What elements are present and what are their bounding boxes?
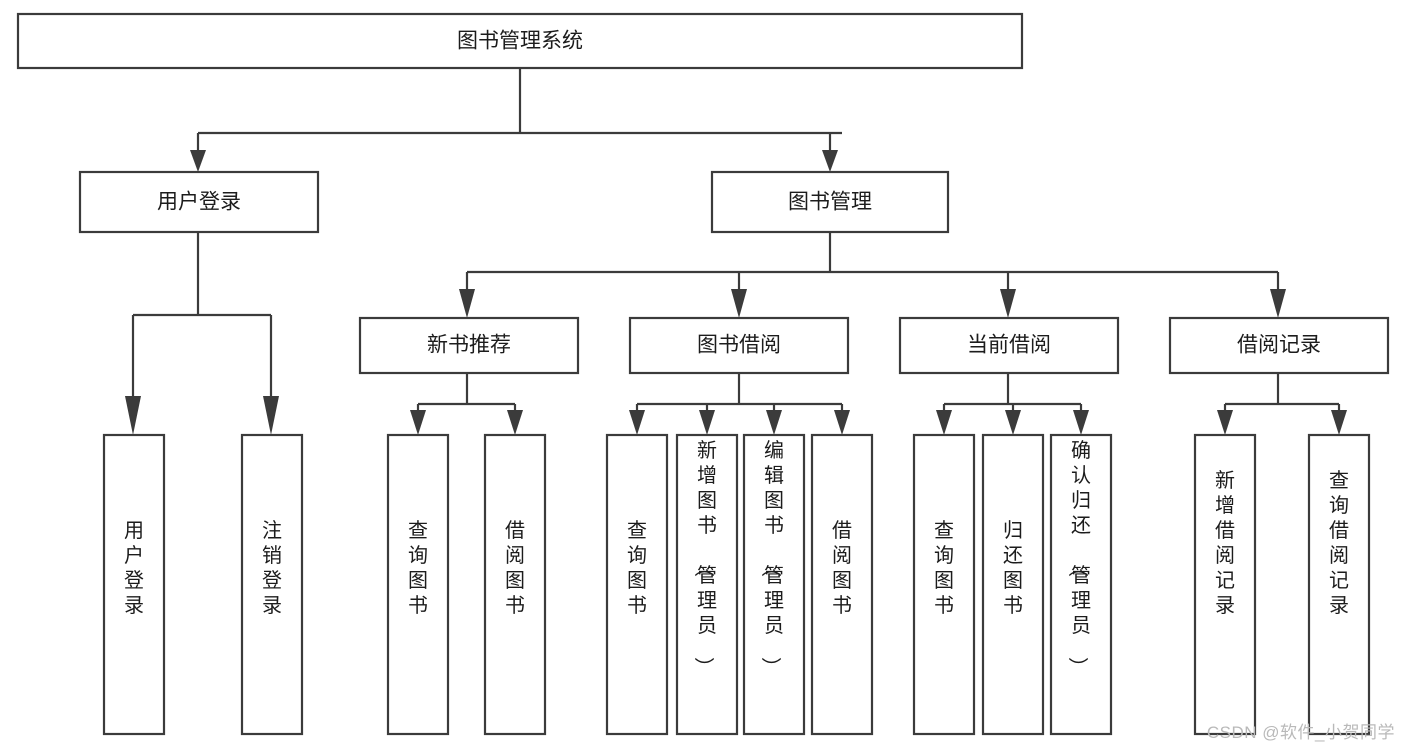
- node-new-book-rec[interactable]: 新书推荐: [358, 316, 580, 375]
- leaf-borrow-book-2-box[interactable]: [810, 433, 874, 736]
- arrow-to-leaf-query-book-3: [936, 410, 952, 435]
- leaf-add-record-box[interactable]: [1193, 433, 1257, 736]
- node-book-borrow[interactable]: 图书借阅: [628, 316, 850, 375]
- arrow-to-user-login: [190, 150, 206, 172]
- leaf-user-login-label: 用户登录: [124, 520, 144, 617]
- leaf-borrow-book-1-box[interactable]: [483, 433, 547, 736]
- node-borrow-record[interactable]: 借阅记录: [1168, 316, 1390, 375]
- node-root-label: 图书管理系统: [457, 30, 583, 53]
- leaf-add-book[interactable]: 新增图书（管理员）: [675, 433, 739, 736]
- node-borrow-record-box[interactable]: [1168, 316, 1390, 375]
- leaf-query-record-label: 查询借阅记录: [1329, 469, 1349, 617]
- leaf-edit-book-label: 编辑图书（管理员）: [759, 439, 784, 677]
- leaf-query-book-1[interactable]: 查询图书: [386, 433, 450, 736]
- leaf-add-book-box[interactable]: [675, 433, 739, 736]
- node-root[interactable]: 图书管理系统: [16, 12, 1024, 70]
- arrow-to-current-borrow: [1000, 289, 1016, 318]
- leaf-confirm-return-box[interactable]: [1049, 433, 1113, 736]
- node-book-borrow-label: 图书借阅: [697, 334, 781, 357]
- leaf-borrow-book-2-label: 借阅图书: [832, 519, 852, 617]
- leaf-borrow-book-2[interactable]: 借阅图书: [810, 433, 874, 736]
- leaf-user-login[interactable]: 用户登录: [102, 433, 166, 736]
- leaf-confirm-return[interactable]: 确认归还（管理员）: [1049, 433, 1113, 736]
- leaf-query-record-box[interactable]: [1307, 433, 1371, 736]
- arrow-to-leaf-add-book: [699, 410, 715, 435]
- leaf-query-book-2[interactable]: 查询图书: [605, 433, 669, 736]
- leaf-borrow-book-1-label: 借阅图书: [505, 519, 525, 617]
- leaf-query-book-3-label: 查询图书: [934, 519, 954, 617]
- arrow-to-leaf-borrow-book-1: [507, 410, 523, 435]
- node-user-login-box[interactable]: [78, 170, 320, 234]
- node-current-borrow[interactable]: 当前借阅: [898, 316, 1120, 375]
- node-new-book-rec-label: 新书推荐: [427, 334, 511, 357]
- leaf-query-book-1-label: 查询图书: [408, 519, 428, 617]
- leaf-add-record[interactable]: 新增借阅记录: [1193, 433, 1257, 736]
- arrow-to-book-borrow: [731, 289, 747, 318]
- arrow-to-leaf-query-record: [1331, 410, 1347, 435]
- arrow-to-leaf-query-book-1: [410, 410, 426, 435]
- leaf-query-record[interactable]: 查询借阅记录: [1307, 433, 1371, 736]
- leaf-query-book-2-box[interactable]: [605, 433, 669, 736]
- node-book-manage-box[interactable]: [710, 170, 950, 234]
- node-book-borrow-box[interactable]: [628, 316, 850, 375]
- arrow-to-leaf-query-book-2: [629, 410, 645, 435]
- arrow-to-leaf-edit-book: [766, 410, 782, 435]
- node-book-manage[interactable]: 图书管理: [710, 170, 950, 234]
- arrow-to-book-manage: [822, 150, 838, 172]
- node-user-login-label: 用户登录: [157, 191, 241, 214]
- node-book-manage-label: 图书管理: [788, 191, 872, 214]
- node-root-box[interactable]: [16, 12, 1024, 70]
- node-user-login[interactable]: 用户登录: [78, 170, 320, 234]
- arrow-to-new-book-rec: [459, 289, 475, 318]
- leaf-query-book-3[interactable]: 查询图书: [912, 433, 976, 736]
- arrow-to-borrow-record: [1270, 289, 1286, 318]
- leaf-query-book-3-box[interactable]: [912, 433, 976, 736]
- leaf-query-book-2-label: 查询图书: [627, 519, 647, 617]
- arrow-to-leaf-borrow-book-2: [834, 410, 850, 435]
- node-new-book-rec-box[interactable]: [358, 316, 580, 375]
- leaf-edit-book[interactable]: 编辑图书（管理员）: [742, 433, 806, 736]
- arrow-to-leaf-user-login: [125, 396, 141, 435]
- leaf-user-logout[interactable]: 注销登录: [240, 433, 304, 736]
- leaf-user-logout-box[interactable]: [240, 433, 304, 736]
- leaf-return-book-label: 归还图书: [1003, 519, 1023, 617]
- leaf-add-record-label: 新增借阅记录: [1215, 469, 1235, 617]
- leaf-user-logout-label: 注销登录: [262, 519, 282, 617]
- arrow-to-leaf-user-logout: [263, 396, 279, 435]
- arrow-to-leaf-return-book: [1005, 410, 1021, 435]
- node-current-borrow-label: 当前借阅: [967, 334, 1051, 357]
- leaf-return-book[interactable]: 归还图书: [981, 433, 1045, 736]
- arrow-to-leaf-add-record: [1217, 410, 1233, 435]
- node-borrow-record-label: 借阅记录: [1237, 334, 1321, 357]
- leaf-add-book-label: 新增图书（管理员）: [692, 439, 717, 677]
- leaf-borrow-book-1[interactable]: 借阅图书: [483, 433, 547, 736]
- leaf-edit-book-box[interactable]: [742, 433, 806, 736]
- node-current-borrow-box[interactable]: [898, 316, 1120, 375]
- leaf-return-book-box[interactable]: [981, 433, 1045, 736]
- arrow-to-leaf-confirm-return: [1073, 410, 1089, 435]
- leaf-confirm-return-label: 确认归还（管理员）: [1066, 439, 1091, 677]
- connector-layer: [125, 68, 1347, 435]
- leaf-query-book-1-box[interactable]: [386, 433, 450, 736]
- leaf-user-login-box[interactable]: [102, 433, 166, 736]
